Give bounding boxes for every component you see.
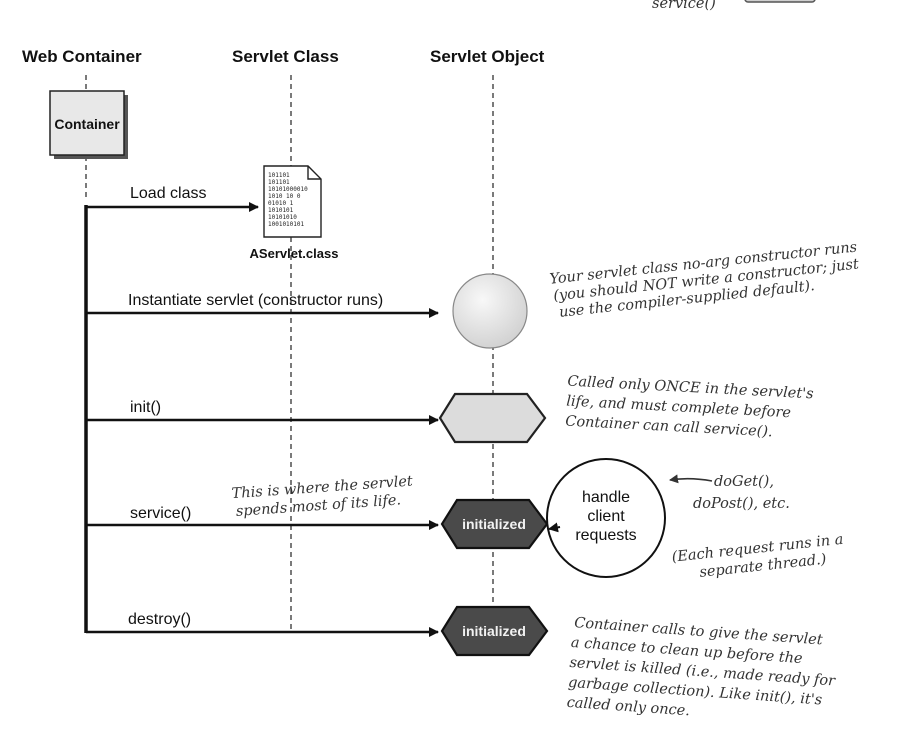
container-box-label: Container xyxy=(54,116,120,132)
lane-header-servlet-class: Servlet Class xyxy=(232,47,339,66)
doget-pointer-arrow xyxy=(669,474,713,484)
note-doget-line-1: doGet(), xyxy=(714,474,774,490)
step-instantiate-label: Instantiate servlet (constructor runs) xyxy=(128,292,383,309)
servlet-object-ball xyxy=(452,273,528,349)
destroy-initialized-label: initialized xyxy=(462,623,526,639)
note-thread: (Each request runs in a separate thread.… xyxy=(671,532,844,581)
step-service-label: service() xyxy=(130,505,191,522)
bubble-pointer-arrow xyxy=(548,522,561,533)
class-file-icon: 101101 101101 10101000010 1010 10 0 0101… xyxy=(263,165,322,238)
step-destroy-label: destroy() xyxy=(128,611,191,628)
note-constructor: Your servlet class no-arg constructor ru… xyxy=(549,239,860,320)
request-bubble-line-3: requests xyxy=(575,527,636,544)
step-load-class-label: Load class xyxy=(130,185,207,202)
note-init: Called only ONCE in the servlet's life, … xyxy=(565,374,814,441)
class-file-name: AServlet.class xyxy=(250,246,339,261)
top-fragment-shape xyxy=(744,0,816,3)
lane-header-servlet-object: Servlet Object xyxy=(430,47,545,66)
lane-header-web-container: Web Container xyxy=(22,47,142,66)
container-box xyxy=(49,90,125,156)
class-file-bits-3: 1010 10 0 xyxy=(268,193,301,200)
top-fragment-text: service() xyxy=(652,0,716,12)
service-initialized-label: initialized xyxy=(462,516,526,532)
service-initialized-hexagon xyxy=(440,498,549,550)
class-file-bits-2: 10101000010 xyxy=(268,186,308,193)
init-hexagon xyxy=(438,392,547,444)
class-file-bits-1: 101101 xyxy=(268,179,290,186)
request-bubble-line-1: handle xyxy=(582,489,630,506)
class-file-bits-5: 1010101 xyxy=(268,207,294,214)
class-file-bits-4: 01010 1 xyxy=(268,200,294,207)
note-destroy: Container calls to give the servlet a ch… xyxy=(566,615,836,720)
class-file-bits-7: 1001010101 xyxy=(268,221,305,228)
note-service-life: This is where the servlet spends most of… xyxy=(231,474,413,520)
request-bubble-line-2: client xyxy=(587,508,625,525)
class-file-bits-6: 10101010 xyxy=(268,214,297,221)
note-destroy-line-5: called only once. xyxy=(566,695,690,720)
note-doget-line-2: doPost(), etc. xyxy=(693,496,790,512)
class-file-bits-0: 101101 xyxy=(268,172,290,179)
destroy-initialized-hexagon xyxy=(440,605,549,657)
request-bubble xyxy=(546,458,666,578)
step-init-label: init() xyxy=(130,399,161,416)
